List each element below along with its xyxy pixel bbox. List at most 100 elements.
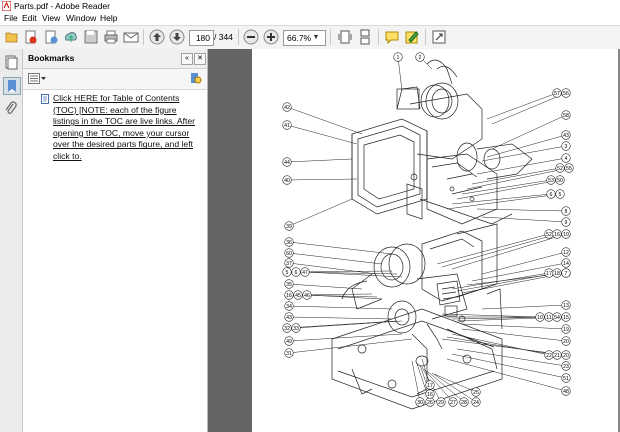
top-callout-number: 9 (565, 220, 568, 226)
fit-page-icon[interactable] (337, 29, 353, 45)
bottom-callout-circle (471, 397, 481, 407)
open-icon[interactable] (4, 29, 20, 45)
create-pdf-icon[interactable] (23, 29, 39, 45)
top-callout-number: 53 (548, 178, 554, 184)
bottom-leader-line (423, 368, 454, 403)
bottom-callout-number: 16 (554, 232, 560, 238)
bottom-leader-line (411, 360, 421, 403)
zoom-out-icon[interactable] (243, 29, 259, 45)
bottom-callout-number: 17 (546, 271, 552, 277)
top-callout-circle (561, 153, 571, 163)
zoom-level-input[interactable]: 66.7% (283, 30, 326, 46)
top-callout-number: 52 (557, 166, 563, 172)
window-title: Parts.pdf - Adobe Reader (14, 1, 110, 11)
bottom-callout-number: 23 (563, 364, 569, 370)
bottom-callout-circle (284, 290, 294, 300)
bottom-callout-number: 60 (286, 251, 292, 257)
bottom-leader-line (288, 283, 363, 290)
scroll-mode-icon[interactable] (357, 29, 373, 45)
bottom-leader-line (436, 233, 550, 265)
top-callout-number: 43 (563, 133, 569, 139)
top-leader-line (456, 179, 561, 200)
bottom-callout-circle (552, 229, 562, 239)
top-callout-number: 57 (554, 91, 560, 97)
menu-bar: File Edit View Window Help (0, 12, 620, 25)
menu-window[interactable]: Window (66, 13, 97, 23)
bottom-callout-number: 14 (563, 261, 569, 267)
lower-assembly-drawing (331, 223, 503, 410)
sign-icon[interactable] (404, 29, 420, 45)
bottom-callout-circle (561, 386, 571, 396)
top-leader-line (471, 167, 561, 185)
previous-page-icon[interactable] (149, 29, 165, 45)
bottom-callout-number: 11 (546, 315, 551, 321)
menu-help[interactable]: Help (100, 13, 118, 23)
top-leader-line (476, 208, 567, 212)
document-background (208, 49, 252, 432)
menu-view[interactable]: View (42, 13, 61, 23)
bottom-callout-number: 37 (286, 261, 292, 267)
save-icon[interactable] (83, 29, 99, 45)
bottom-leader-line (446, 358, 567, 392)
bottom-callout-number: 31 (286, 351, 292, 357)
bottom-callout-number: 32 (284, 326, 290, 332)
pages-panel-icon[interactable] (3, 54, 19, 70)
expand-icon[interactable] (431, 29, 447, 45)
page-number-input[interactable]: 180 (189, 30, 214, 46)
bottom-callout-number: 16 (286, 293, 292, 299)
bottom-callout-number: 16 (427, 392, 433, 398)
find-bookmark-icon[interactable] (190, 72, 202, 85)
bottom-callout-number: 27 (450, 400, 456, 406)
top-callout-number: 56 (563, 91, 569, 97)
top-callout-number: 3 (565, 144, 568, 150)
bottom-callout-circle (436, 397, 446, 407)
bottom-leader-line (451, 333, 550, 356)
bottom-callout-number: 10 (563, 232, 569, 238)
adobe-reader-icon (2, 1, 11, 11)
bottom-callout-circle (284, 258, 294, 268)
bookmark-options-icon[interactable] (28, 73, 46, 84)
upload-icon[interactable] (63, 29, 79, 45)
bottom-leader-line (286, 320, 398, 329)
zoom-dropdown-icon[interactable]: ▼ (312, 34, 320, 41)
email-icon[interactable] (123, 29, 139, 45)
bottom-leader-line (451, 272, 550, 290)
bottom-callout-circle (284, 301, 294, 311)
next-page-icon[interactable] (169, 29, 185, 45)
close-panel-icon[interactable]: ✕ (194, 53, 206, 65)
menu-edit[interactable]: Edit (22, 13, 37, 23)
top-callout-number: 42 (284, 105, 290, 111)
bottom-callout-number: 20 (563, 353, 569, 359)
attachments-panel-icon[interactable] (3, 101, 19, 117)
top-leader-line (286, 158, 353, 163)
top-callout-circle (282, 102, 292, 112)
bottom-callout-circle (561, 247, 571, 257)
bottom-callout-number: 15 (563, 315, 569, 321)
bookmarks-panel-icon[interactable] (3, 77, 21, 95)
top-callout-circle (555, 189, 565, 199)
bottom-callout-circle (448, 397, 458, 407)
print-icon[interactable] (103, 29, 119, 45)
menu-file[interactable]: File (4, 13, 18, 23)
bottom-callout-circle (293, 290, 303, 300)
collapse-panel-icon[interactable]: « (181, 53, 193, 65)
top-leader-line (481, 145, 567, 162)
bottom-callout-number: 43 (286, 315, 292, 321)
print-share-icon[interactable] (43, 29, 59, 45)
bottom-callout-number: 5 (286, 270, 289, 276)
bookmark-item[interactable]: Click HERE for Table of Contents (TOC) [… (23, 90, 207, 161)
bottom-callout-number: 21 (554, 353, 560, 359)
bottom-callout-circle (284, 237, 294, 247)
top-callout-circle (561, 88, 571, 98)
zoom-in-icon[interactable] (263, 29, 279, 45)
bottom-leader-line (288, 241, 393, 255)
vertical-scrollbar[interactable] (618, 49, 620, 432)
bookmark-link-text[interactable]: Click HERE for Table of Contents (TOC) [… (53, 93, 196, 161)
top-leader-line (446, 193, 561, 210)
bottom-callout-circle (284, 248, 294, 258)
comment-icon[interactable] (384, 29, 400, 45)
upper-assembly-drawing (351, 59, 533, 225)
bottom-leader-line (433, 373, 477, 393)
